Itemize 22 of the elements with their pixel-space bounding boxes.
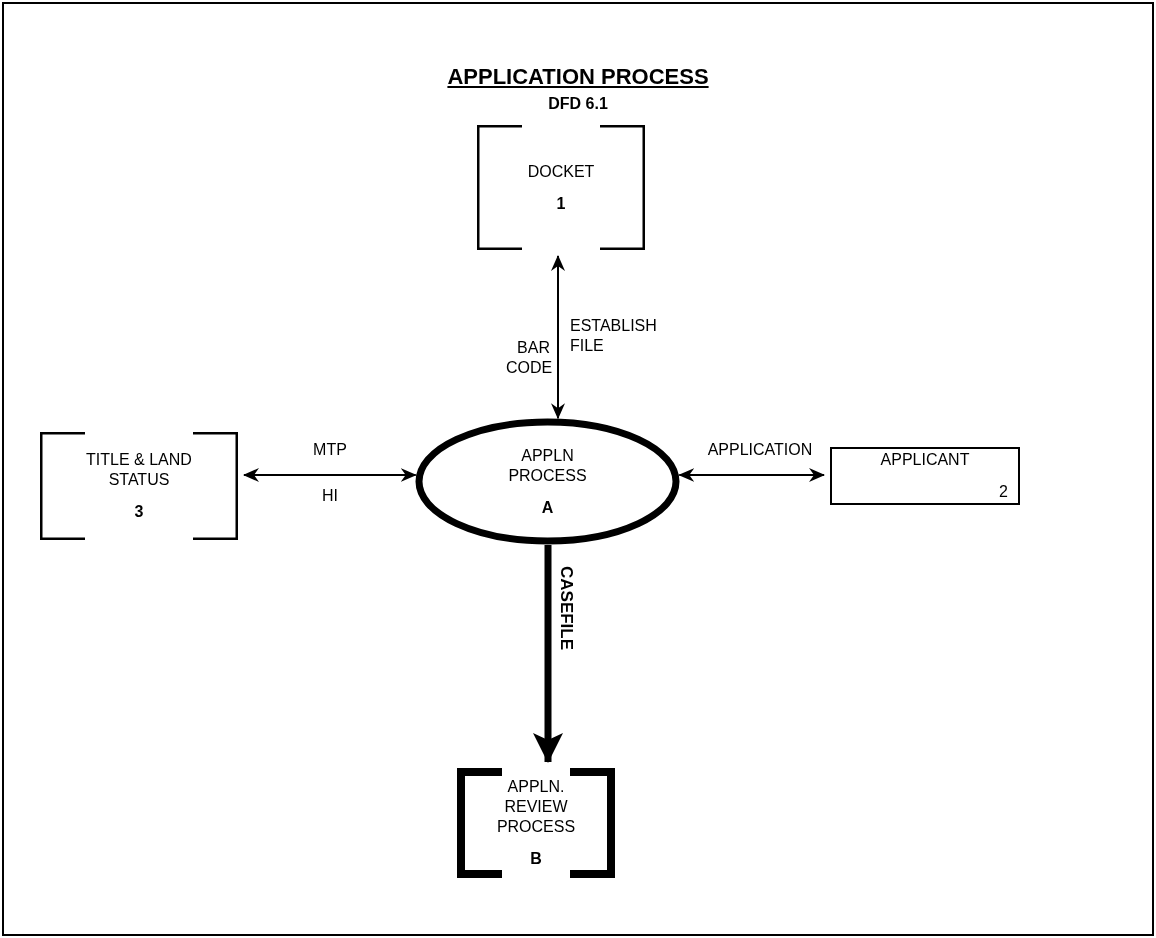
node-id: B — [530, 849, 542, 869]
process-store — [457, 768, 615, 878]
node-id: 3 — [134, 502, 144, 522]
diagram-title: APPLICATION PROCESS — [446, 63, 710, 91]
node-label: APPLN. REVIEW PROCESS — [495, 777, 577, 837]
double-arrow — [678, 468, 825, 482]
node-label: APPLICANT — [879, 450, 971, 470]
node-label: DOCKET — [526, 161, 596, 182]
diagram-subtitle: DFD 6.1 — [547, 94, 609, 114]
process-ellipse — [415, 418, 680, 545]
node-id: 1 — [556, 193, 566, 214]
node-id: 2 — [999, 482, 1008, 502]
double-arrow — [243, 468, 417, 482]
double-arrow — [551, 255, 565, 420]
data-store — [477, 125, 645, 250]
node-label: APPLN PROCESS — [507, 445, 588, 486]
node-label: TITLE & LAND STATUS — [85, 450, 193, 490]
data-store — [40, 432, 238, 540]
flow-label: ESTABLISH FILE — [570, 316, 658, 356]
flow-label: HI — [321, 486, 339, 506]
node-id: A — [541, 497, 554, 518]
external-entity-box — [830, 447, 1020, 505]
